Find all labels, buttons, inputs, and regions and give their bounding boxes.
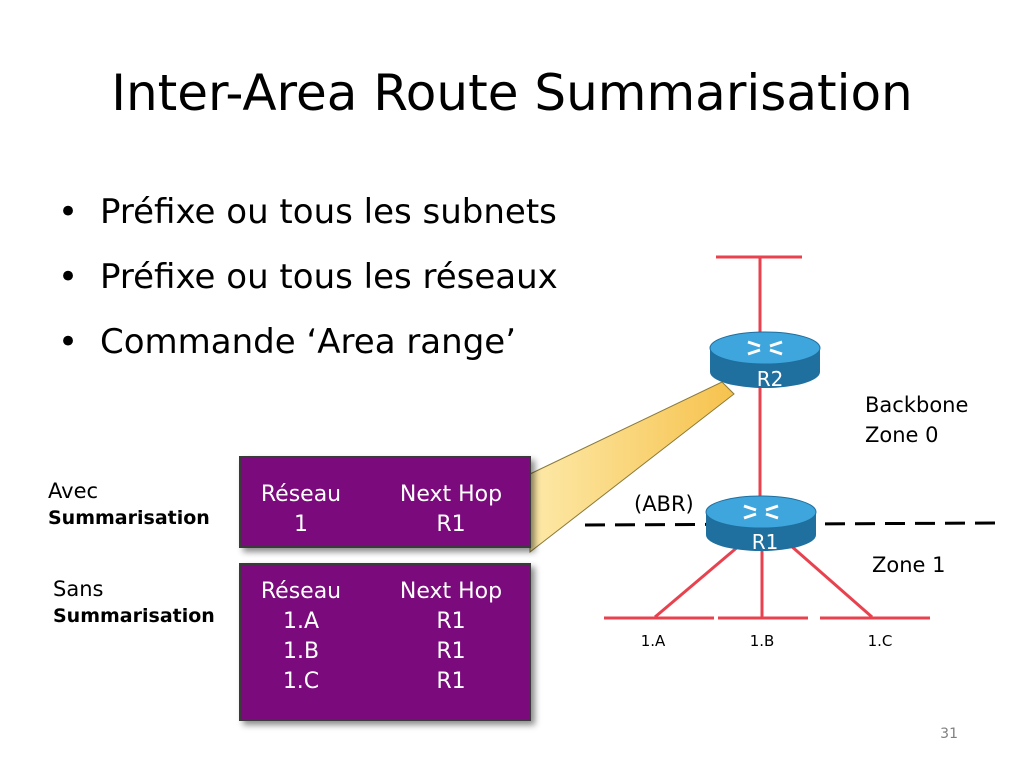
bullet-dot-icon: •: [58, 322, 79, 362]
cell-network: 1.C: [282, 669, 320, 694]
sans-summarisation-label: Sans Summarisation: [53, 577, 215, 627]
header-next-hop: Next Hop: [399, 482, 503, 507]
bullet-item: • Commande ‘Area range’: [58, 322, 558, 362]
r1-link-c: [789, 543, 873, 619]
table-header-row: Réseau Next Hop: [241, 579, 529, 609]
cell-network: 1.A: [282, 609, 320, 634]
avec-label-line2: Summarisation: [48, 507, 210, 529]
r1-link-a: [654, 543, 741, 619]
subnet-a-label: 1.A: [641, 632, 666, 650]
bullet-text: Préfixe ou tous les réseaux: [100, 257, 558, 297]
cell-network: 1: [294, 512, 308, 537]
bullet-dot-icon: •: [58, 257, 79, 297]
routing-table-with-summary: Réseau Next Hop 1 R1: [239, 456, 531, 548]
table-row: 1.C R1: [241, 669, 529, 699]
table-row: 1 R1: [241, 512, 529, 542]
bullet-list: • Préfixe ou tous les subnets • Préfixe ou…: [58, 192, 558, 387]
abr-label: (ABR): [634, 492, 694, 516]
avec-summarisation-label: Avec Summarisation: [48, 479, 210, 529]
zone-boundary-line: [584, 521, 1003, 527]
bullet-item: • Préfixe ou tous les subnets: [58, 192, 558, 232]
subnet-c-label: 1.C: [868, 632, 893, 650]
zone1-label: Zone 1: [872, 553, 946, 577]
bullet-text: Commande ‘Area range’: [100, 322, 517, 362]
bullet-dot-icon: •: [58, 192, 79, 232]
table-row: 1.B R1: [241, 639, 529, 669]
bullet-text: Préfixe ou tous les subnets: [100, 192, 557, 232]
avec-label-line1: Avec: [48, 479, 99, 503]
router-r1-icon: [705, 495, 817, 551]
sans-label-line1: Sans: [53, 577, 104, 601]
header-reseau: Réseau: [260, 482, 342, 507]
subnet-b-label: 1.B: [750, 632, 775, 650]
router-r2-icon: [709, 331, 821, 388]
router-r1-label: R1: [752, 530, 779, 554]
cell-next-hop: R1: [436, 669, 466, 694]
bullet-item: • Préfixe ou tous les réseaux: [58, 257, 558, 297]
cell-next-hop: R1: [436, 512, 466, 537]
sans-label-line2: Summarisation: [53, 605, 215, 627]
routing-table-without-summary: Réseau Next Hop 1.A R1 1.B R1 1.C R1: [239, 563, 531, 721]
backbone-label: Backbone: [865, 393, 968, 417]
cell-network: 1.B: [282, 639, 320, 664]
table-row: 1.A R1: [241, 609, 529, 639]
cell-next-hop: R1: [436, 639, 466, 664]
callout-wedge: [529, 381, 735, 554]
table-header-row: Réseau Next Hop: [241, 482, 529, 512]
zone0-label: Zone 0: [865, 423, 939, 447]
router-r2-label: R2: [757, 367, 784, 391]
header-next-hop: Next Hop: [399, 579, 503, 604]
cell-next-hop: R1: [436, 609, 466, 634]
header-reseau: Réseau: [260, 579, 342, 604]
page-number: 31: [940, 726, 958, 742]
slide-title: Inter-Area Route Summarisation: [111, 64, 913, 122]
